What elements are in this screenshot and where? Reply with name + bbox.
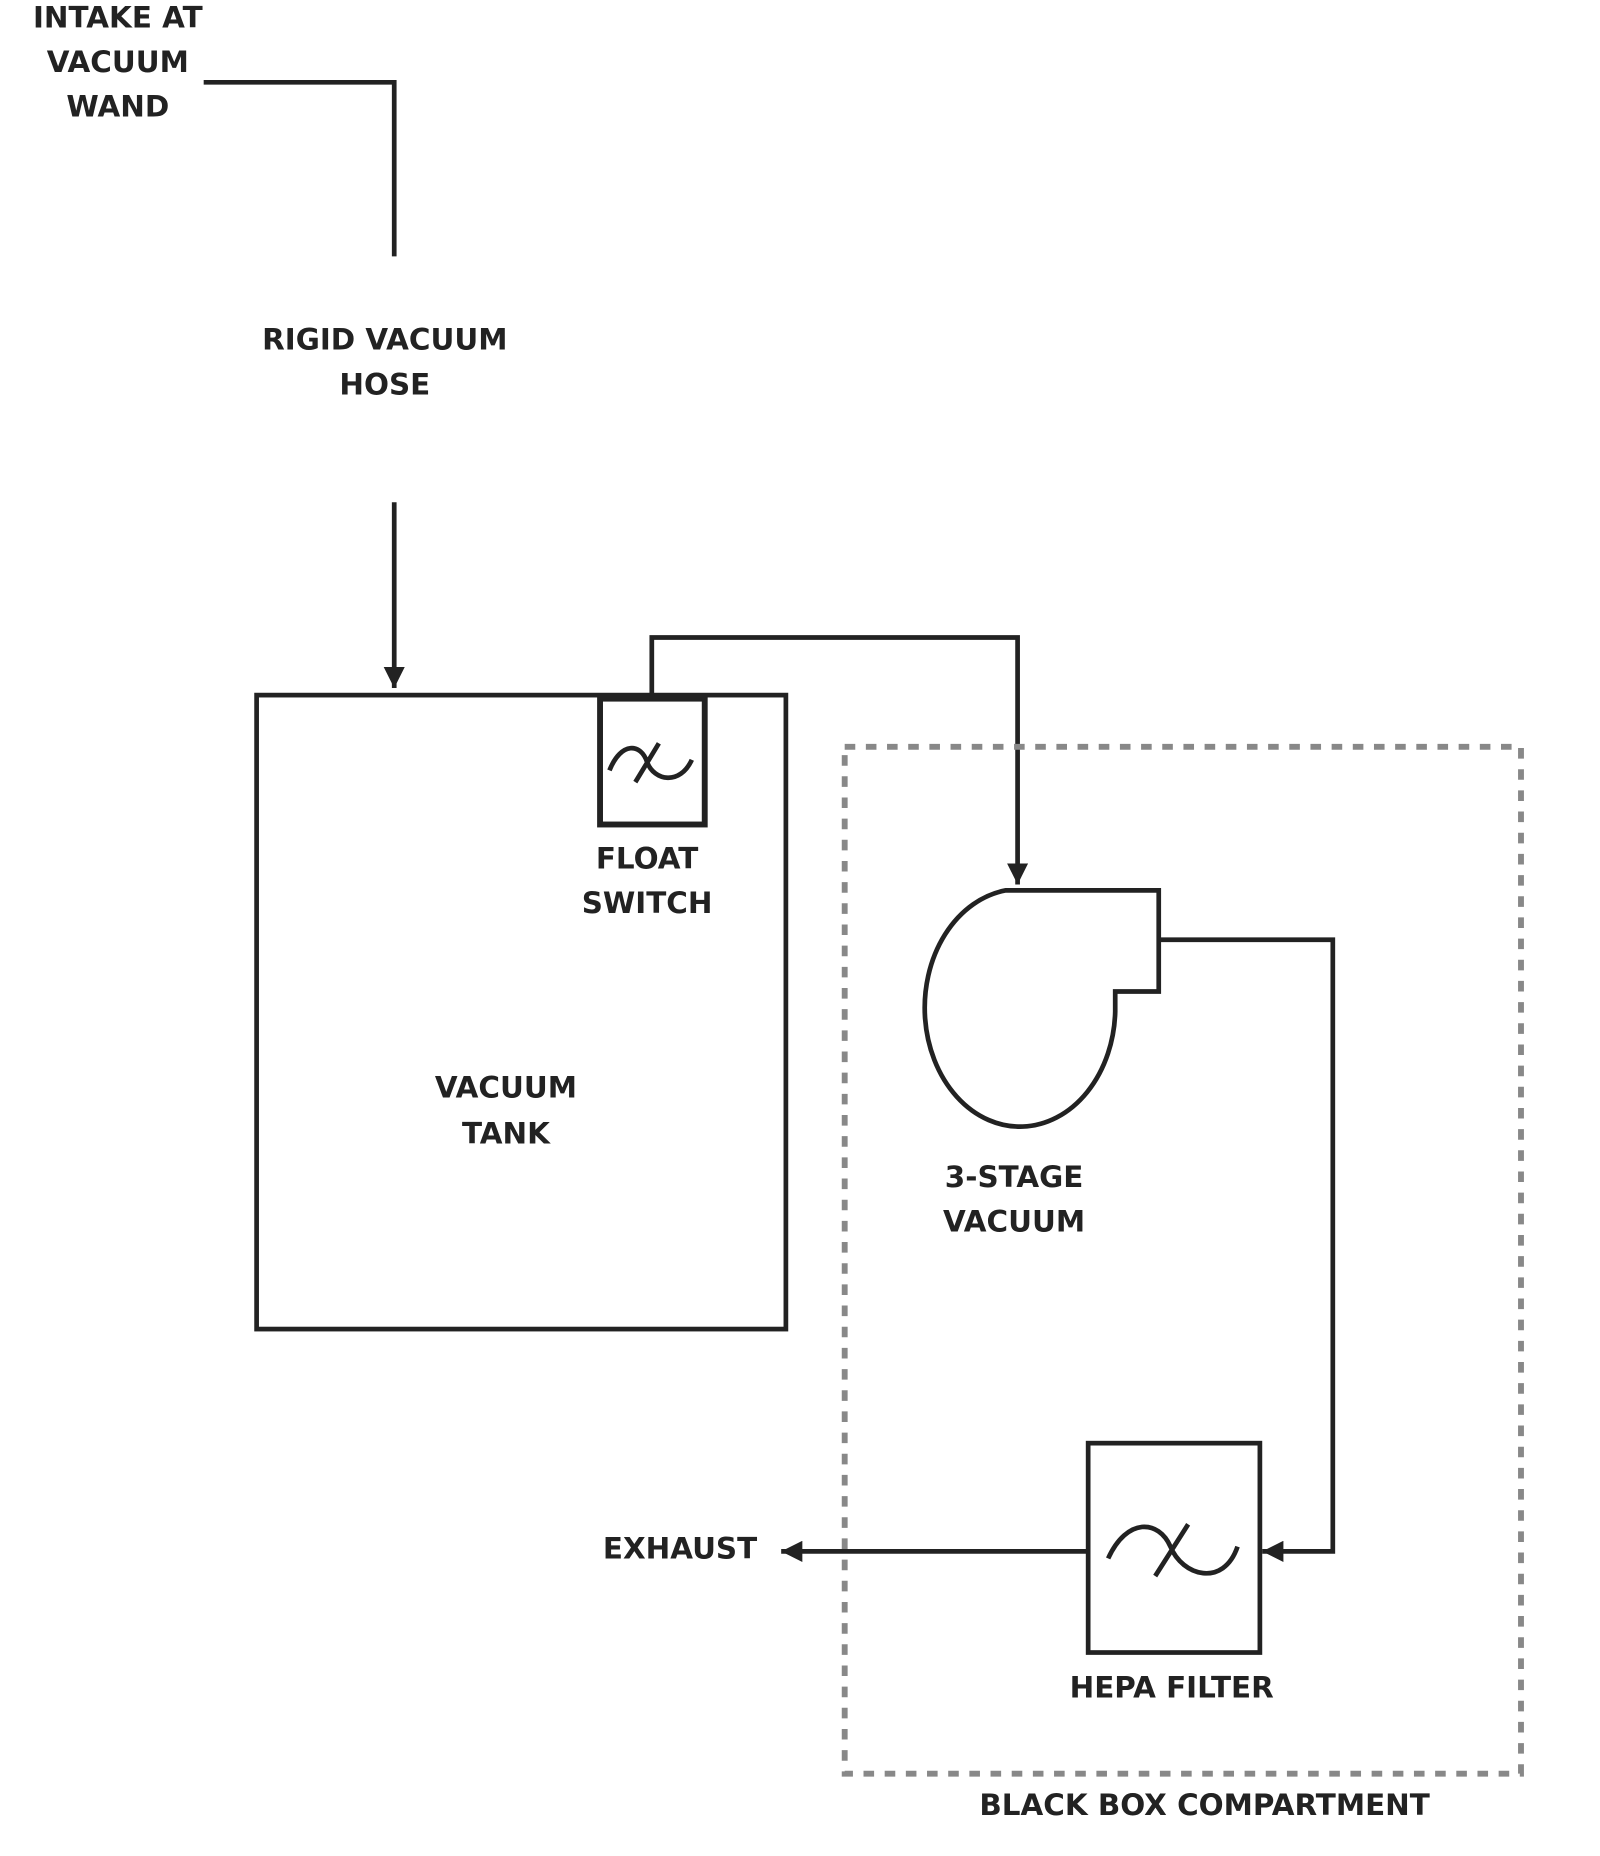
three-stage-vacuum-blower bbox=[922, 888, 1162, 1129]
hepa-filter-symbol bbox=[1106, 1523, 1240, 1578]
float-switch-label: FLOAT SWITCH bbox=[582, 841, 713, 920]
intake-label-line-1: INTAKE AT bbox=[33, 0, 203, 34]
hose-label-line-1: RIGID VACUUM bbox=[262, 323, 507, 357]
exhaust-label: EXHAUST bbox=[603, 1532, 757, 1566]
tank-label-line-2: TANK bbox=[462, 1117, 551, 1151]
tank-label: VACUUM TANK bbox=[435, 1071, 577, 1151]
intake-label-line-2: VACUUM bbox=[47, 45, 189, 79]
float-switch-label-line-2: SWITCH bbox=[582, 886, 713, 920]
hose-label: RIGID VACUUM HOSE bbox=[262, 323, 507, 402]
intake-label-line-3: WAND bbox=[66, 90, 169, 124]
vacuum-label: 3-STAGE VACUUM bbox=[943, 1160, 1085, 1239]
hose-label-line-2: HOSE bbox=[339, 367, 430, 401]
vacuum-to-hepa-arrow bbox=[1158, 937, 1336, 1562]
intake-label: INTAKE AT VACUUM WAND bbox=[33, 0, 203, 123]
hepa-filter-box bbox=[1085, 1440, 1263, 1655]
vacuum-tank bbox=[254, 692, 789, 1332]
float-switch-symbol bbox=[607, 742, 694, 784]
tank-to-vacuum-arrow bbox=[649, 635, 1029, 885]
hepa-filter-label: HEPA FILTER bbox=[1070, 1670, 1274, 1704]
compartment-label: BLACK BOX COMPARTMENT bbox=[979, 1788, 1429, 1822]
float-switch-label-line-1: FLOAT bbox=[596, 841, 698, 875]
black-box-compartment bbox=[841, 743, 1524, 1777]
vacuum-label-line-1: 3-STAGE bbox=[945, 1160, 1084, 1194]
tank-label-line-1: VACUUM bbox=[435, 1071, 577, 1105]
vacuum-label-line-2: VACUUM bbox=[943, 1205, 1085, 1239]
intake-hose-line bbox=[203, 79, 397, 257]
